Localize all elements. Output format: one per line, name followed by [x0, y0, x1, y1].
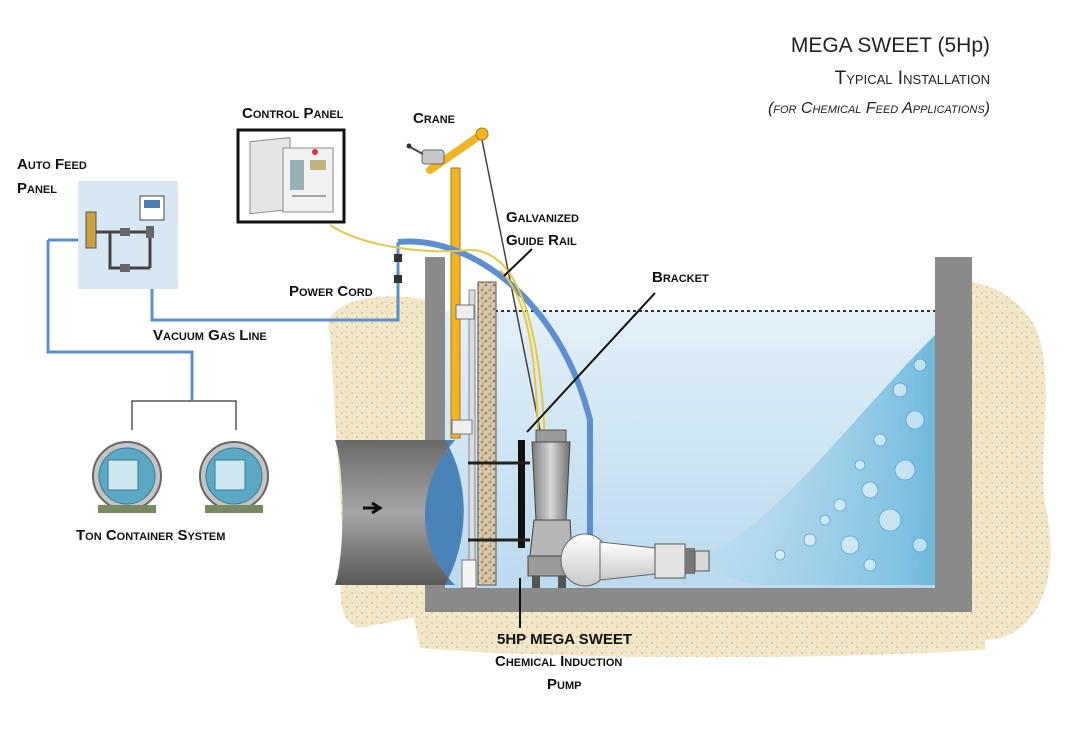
label-crane: Crane [413, 110, 456, 127]
label-bracket: Bracket [652, 269, 709, 286]
label-pump: Pump [547, 676, 582, 693]
ton-container-manifold [131, 400, 237, 430]
crane-mast [450, 167, 461, 439]
label-ton-container-system: Ton Container System [76, 527, 226, 544]
crane-base [461, 559, 477, 589]
label-power-cord: Power Cord [289, 283, 373, 300]
ton-container-1 [92, 441, 162, 513]
tank-wall-right [935, 257, 972, 612]
crane-clamp-2 [451, 419, 473, 435]
diagram-title: MEGA SWEET (5Hp) [790, 34, 990, 57]
spray-plume [700, 335, 935, 585]
ton-container-2 [199, 441, 269, 513]
inlet-pipe-mouth [424, 440, 464, 585]
label-galvanized: Galvanized [506, 209, 579, 226]
label-pump-name: 5HP MEGA SWEET [497, 631, 633, 648]
pump [527, 429, 710, 588]
spray-bubbles [774, 358, 928, 572]
power-cord-2 [499, 269, 539, 431]
label-guide-rail: Guide Rail [506, 232, 577, 249]
line-coupling-1 [394, 254, 402, 262]
vacuum-gas-line-arc [397, 238, 593, 540]
diagram-note: (for Chemical Feed Applications) [767, 100, 990, 117]
diagram-subtitle: Typical Installation [834, 68, 990, 89]
power-cord [329, 224, 546, 441]
label-auto-feed-panel: Panel [17, 180, 57, 197]
control-panel-image [249, 136, 334, 215]
vacuum-gas-line-2 [46, 240, 194, 400]
label-vacuum-gas-line: Vacuum Gas Line [153, 327, 267, 344]
label-pump-type: Chemical Induction [495, 653, 623, 670]
crane-winch [406, 143, 445, 165]
tank-floor [425, 588, 972, 612]
leader-bracket [526, 292, 656, 433]
leader-guide-rail [503, 248, 533, 277]
crane-pulley [475, 127, 489, 141]
line-coupling-2 [394, 275, 402, 283]
guide-rail-column [477, 281, 497, 586]
flow-arrow [363, 501, 383, 515]
bracket [518, 440, 525, 548]
ground-soil-bottom [410, 600, 985, 658]
inlet-pipe [335, 440, 455, 585]
label-auto-feed: Auto Feed [17, 156, 87, 173]
crane-clamp-1 [455, 304, 475, 320]
auto-feed-panel-image [85, 195, 165, 272]
label-control-panel: Control Panel [242, 105, 344, 122]
